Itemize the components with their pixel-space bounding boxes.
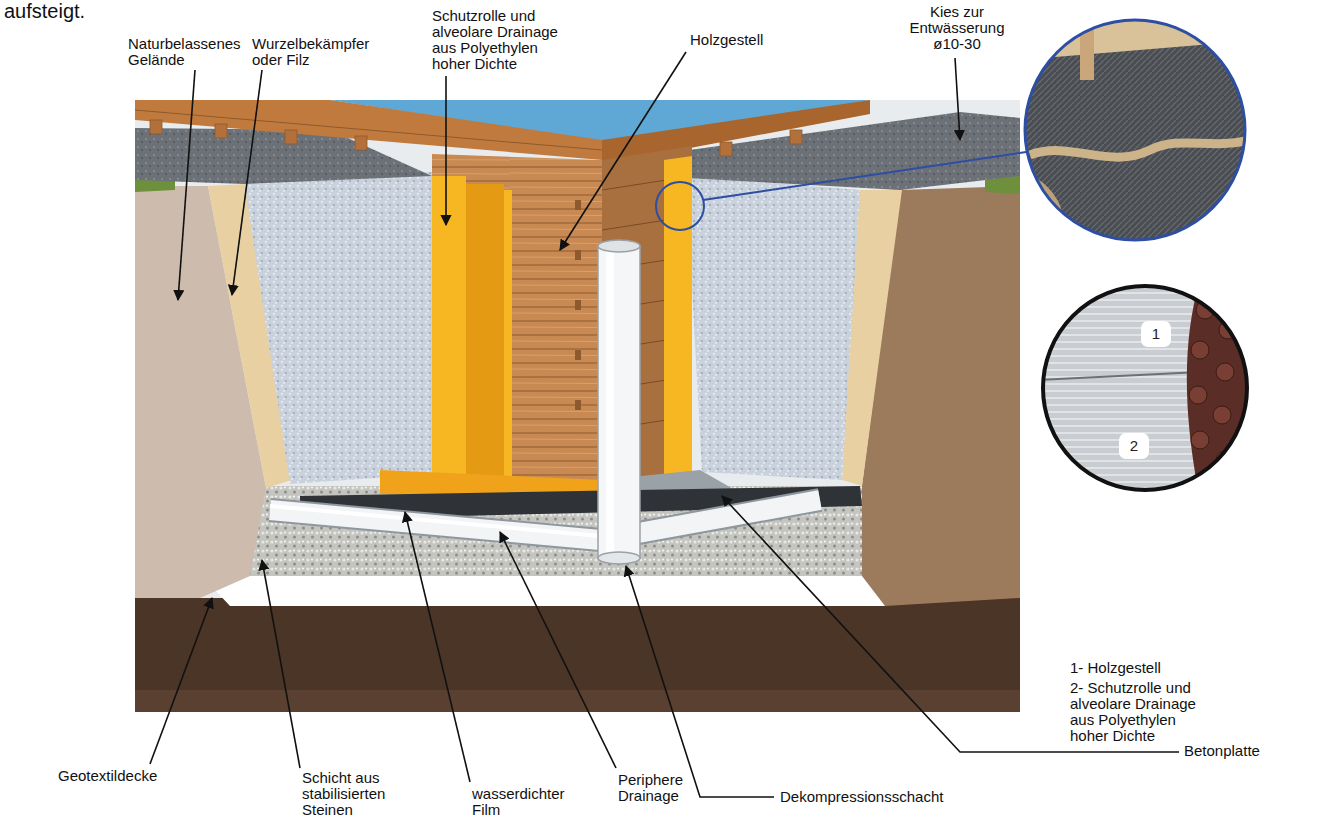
part-label: Wurzelbekämpfer oder Filz [252,36,376,68]
legend-line: 2- Schutzrolle und alveolare Drainage au… [1070,680,1206,744]
part-label: Holzgestell [690,32,790,48]
callout-number: 1 [1141,326,1171,342]
part-label: Dekompressionsschacht [780,789,970,805]
part-label: wasserdichter Film [472,786,576,818]
part-label: Schicht aus stabilisierten Steinen [302,770,406,818]
part-label: Naturbelassenes Gelände [128,36,250,68]
intro-text: aufsteigt. [4,0,124,22]
part-label: Schutzrolle und alveolare Drainage aus P… [432,8,566,72]
part-label: Geotextildecke [58,768,178,784]
part-label: Betonplatte [1184,743,1304,759]
callout-number: 2 [1119,438,1149,454]
part-label: Periphere Drainage [618,772,702,804]
callout-box: 1 [1141,321,1171,347]
legend-line: 1- Holzgestell [1070,660,1270,676]
part-label: Kies zur Entwässerung ø10-30 [905,4,1009,52]
callout-box: 2 [1119,433,1149,459]
